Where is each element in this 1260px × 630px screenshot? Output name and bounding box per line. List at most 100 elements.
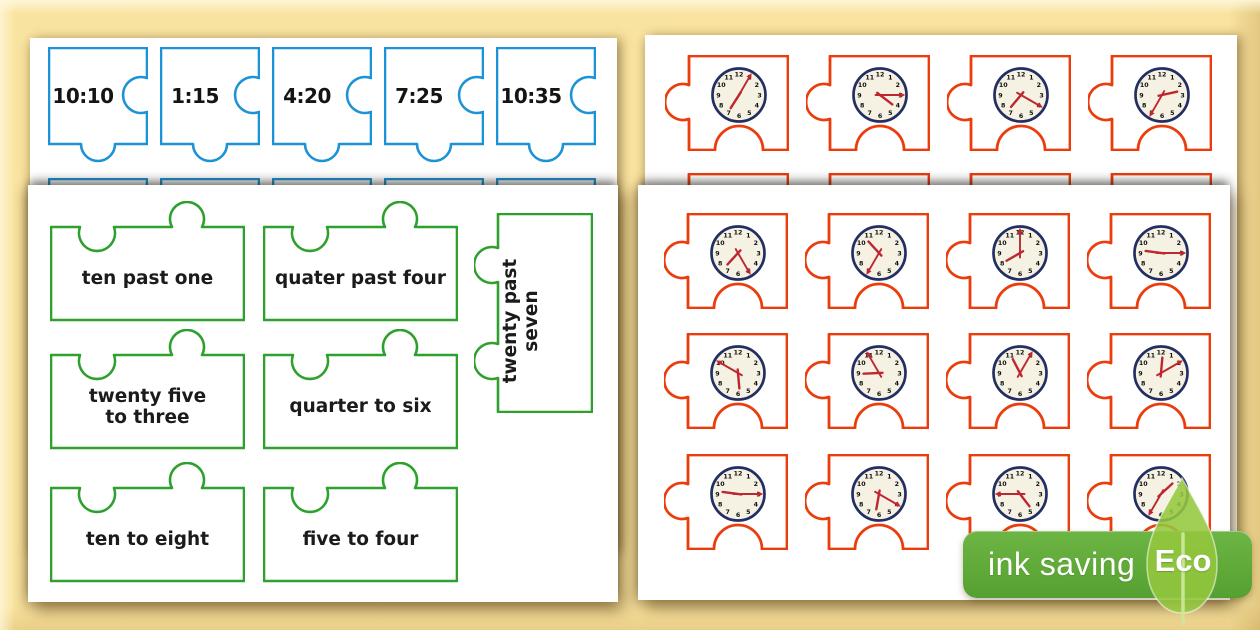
svg-text:10: 10 <box>1139 360 1148 367</box>
clock-time-piece: 121234567891011 <box>946 454 1070 550</box>
puzzle-outline: 121234567891011 <box>1087 213 1211 309</box>
svg-text:10: 10 <box>717 82 726 89</box>
digital-pieces-row: 10:10 1:15 4:20 7:25 10:35 <box>48 47 596 168</box>
clock-time-piece: 121234567891011 <box>946 333 1070 429</box>
puzzle-outline: 121234567891011 <box>665 55 789 151</box>
puzzle-outline: 121234567891011 <box>946 454 1070 550</box>
svg-text:1: 1 <box>1169 353 1173 360</box>
word-time-label: quater past four <box>275 268 446 290</box>
clock-time-piece: 121234567891011 <box>664 213 788 309</box>
clock-time-piece: 121234567891011 <box>805 333 929 429</box>
puzzle-outline: 121234567891011 <box>805 333 929 429</box>
svg-text:11: 11 <box>864 474 873 481</box>
svg-text:11: 11 <box>865 75 874 82</box>
svg-text:3: 3 <box>757 92 761 99</box>
svg-text:5: 5 <box>1028 268 1032 275</box>
word-time-piece: five to four <box>263 462 458 583</box>
svg-text:11: 11 <box>1147 75 1156 82</box>
svg-text:5: 5 <box>1029 110 1033 117</box>
svg-text:1: 1 <box>1170 75 1174 82</box>
svg-text:9: 9 <box>716 92 720 99</box>
svg-text:2: 2 <box>895 481 899 488</box>
svg-text:4: 4 <box>754 261 759 268</box>
svg-text:1: 1 <box>1169 474 1173 481</box>
svg-text:3: 3 <box>1179 370 1183 377</box>
svg-text:12: 12 <box>734 471 743 478</box>
svg-text:5: 5 <box>1169 268 1173 275</box>
analog-clock: 121234567891011 <box>993 67 1049 123</box>
svg-text:8: 8 <box>1141 502 1145 509</box>
svg-text:5: 5 <box>1028 509 1032 516</box>
svg-text:12: 12 <box>875 350 884 357</box>
svg-text:3: 3 <box>1038 491 1042 498</box>
puzzle-outline <box>496 47 596 163</box>
svg-text:7: 7 <box>1008 388 1012 395</box>
svg-text:8: 8 <box>859 261 863 268</box>
svg-text:8: 8 <box>1141 381 1145 388</box>
word-time-piece: quater past four <box>263 201 458 322</box>
svg-text:8: 8 <box>1000 502 1004 509</box>
word-pieces-row: ten past one quater past four <box>50 201 458 322</box>
digital-time-label: 7:25 <box>395 84 443 108</box>
svg-text:4: 4 <box>1036 261 1041 268</box>
svg-text:11: 11 <box>1146 353 1155 360</box>
svg-text:8: 8 <box>718 261 722 268</box>
svg-text:9: 9 <box>715 370 719 377</box>
svg-text:2: 2 <box>1178 82 1182 89</box>
svg-text:4: 4 <box>754 502 759 509</box>
svg-text:6: 6 <box>1018 271 1023 278</box>
svg-text:2: 2 <box>754 481 758 488</box>
puzzle-outline <box>263 329 458 450</box>
svg-text:5: 5 <box>1169 388 1173 395</box>
puzzle-outline <box>50 201 245 322</box>
svg-text:1: 1 <box>746 474 750 481</box>
clock-time-piece: 121234567891011 <box>946 213 1070 309</box>
word-time-piece: ten to eight <box>50 462 245 583</box>
svg-text:6: 6 <box>878 113 883 120</box>
svg-text:11: 11 <box>1146 233 1155 240</box>
word-time-label: ten to eight <box>85 529 210 551</box>
svg-text:6: 6 <box>736 391 741 398</box>
clock-times-front-page: 121234567891011 121234567891011 <box>638 185 1230 600</box>
svg-text:10: 10 <box>857 481 866 488</box>
svg-text:2: 2 <box>755 82 759 89</box>
word-time-label: quarter to six <box>289 396 432 418</box>
clock-time-piece: 121234567891011 <box>805 454 929 550</box>
svg-text:9: 9 <box>1139 92 1143 99</box>
svg-text:9: 9 <box>1138 491 1142 498</box>
svg-text:8: 8 <box>718 381 722 388</box>
puzzle-outline: 121234567891011 <box>1088 55 1212 151</box>
svg-text:9: 9 <box>715 491 719 498</box>
svg-text:5: 5 <box>888 110 892 117</box>
svg-text:10: 10 <box>998 240 1007 247</box>
digital-time-piece: 7:25 <box>384 47 484 168</box>
puzzle-outline <box>263 462 458 583</box>
svg-text:8: 8 <box>1142 103 1146 110</box>
svg-text:2: 2 <box>1036 360 1040 367</box>
svg-text:12: 12 <box>1157 350 1166 357</box>
puzzle-outline: 121234567891011 <box>946 213 1070 309</box>
svg-text:1: 1 <box>1169 233 1173 240</box>
svg-text:6: 6 <box>737 113 742 120</box>
svg-text:4: 4 <box>1177 381 1182 388</box>
svg-text:1: 1 <box>1029 75 1033 82</box>
clock-time-piece: 121234567891011 <box>947 55 1071 151</box>
puzzle-outline: 121234567891011 <box>806 55 930 151</box>
svg-text:6: 6 <box>736 512 741 519</box>
svg-text:7: 7 <box>1149 268 1153 275</box>
puzzle-outline: 121234567891011 <box>664 333 788 429</box>
svg-text:7: 7 <box>726 268 730 275</box>
svg-text:7: 7 <box>868 110 872 117</box>
puzzle-outline: 121234567891011 <box>805 454 929 550</box>
svg-text:10: 10 <box>716 481 725 488</box>
svg-text:8: 8 <box>1141 261 1145 268</box>
svg-text:9: 9 <box>998 92 1002 99</box>
clock-pieces-row: 121234567891011 121234567891011 <box>664 333 1211 429</box>
svg-text:7: 7 <box>727 110 731 117</box>
svg-text:2: 2 <box>1036 481 1040 488</box>
analog-clock: 121234567891011 <box>1133 345 1189 401</box>
